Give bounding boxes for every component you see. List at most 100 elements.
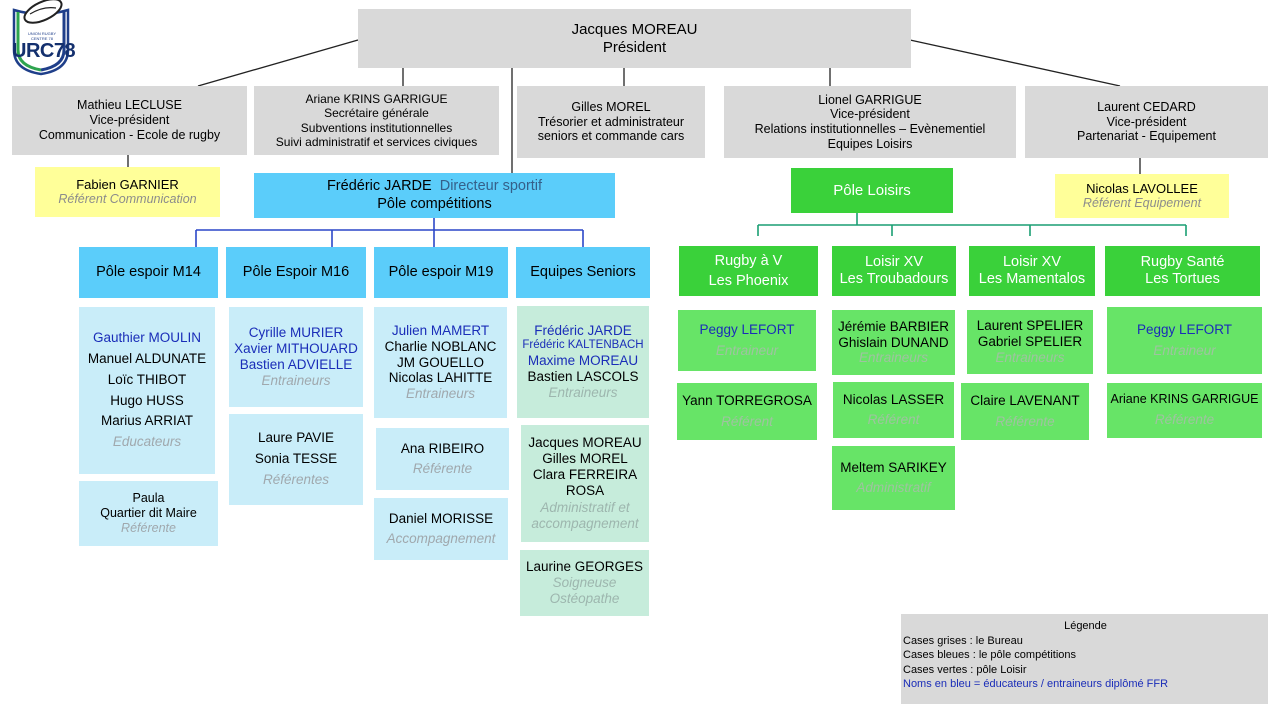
seniors-admin-box: Jacques MOREAU Gilles MOREL Clara FERREI… (521, 425, 649, 542)
seniors-coaches-box: Frédéric JARDE Frédéric KALTENBACH Maxim… (517, 306, 649, 418)
seniors-admin-1: Jacques MOREAU (528, 434, 642, 450)
seniors-medical-name: Laurine GEORGES (525, 559, 644, 575)
m19-referent-role: Référente (412, 461, 473, 476)
legend-box: Légende Cases grises : le Bureau Cases b… (901, 614, 1268, 704)
seniors-admin-4: ROSA (565, 482, 605, 498)
bureau-cedard-box: Laurent CEDARD Vice-président Partenaria… (1025, 86, 1268, 158)
seniors-name-2: Frédéric KALTENBACH (522, 339, 644, 352)
phoenix-header: Rugby à V Les Phoenix (679, 246, 818, 296)
loisirs-pole-label: Pôle Loisirs (833, 181, 911, 199)
m16-name-1: Cyrille MURIER (248, 325, 344, 341)
cedard-name: Laurent CEDARD (1097, 99, 1196, 114)
m14-educators-box: Gauthier MOULIN Manuel ALDUNATE Loïc THI… (79, 307, 215, 474)
morel-role: Trésorier et administrateur (537, 114, 685, 129)
phoenix-coach-role: Entraineur (715, 342, 779, 358)
seniors-name-1: Frédéric JARDE (534, 323, 632, 339)
m16-name-3: Bastien ADVIELLE (239, 357, 353, 372)
troubadours-admin-box: Meltem SARIKEY Administratif (832, 446, 955, 510)
m14-referent-role: Référente (121, 520, 176, 535)
m14-header: Pôle espoir M14 (79, 247, 218, 298)
seniors-medical-box: Laurine GEORGES Soigneuse Ostéopathe (520, 550, 649, 616)
phoenix-header-1: Rugby à V (714, 252, 783, 269)
m19-role: Entraineurs (405, 386, 476, 402)
mamentalos-referent-role: Référente (995, 413, 1055, 429)
m19-accompaniment-name: Daniel MORISSE (388, 510, 494, 526)
m16-coaches-box: Cyrille MURIER Xavier MITHOUARD Bastien … (229, 307, 363, 407)
competitions-pole-box: Frédéric JARDE Directeur sportif Pôle co… (254, 173, 615, 218)
m16-role: Entraineurs (261, 372, 331, 388)
troubadours-header-1: Loisir XV (864, 253, 924, 270)
m19-name-1: Julien MAMERT (391, 322, 490, 338)
m16-header: Pôle Espoir M16 (226, 247, 366, 298)
tortues-referent-role: Référente (1154, 411, 1215, 427)
bureau-morel-box: Gilles MOREL Trésorier et administrateur… (517, 86, 705, 158)
bureau-lecluse-box: Mathieu LECLUSE Vice-président Communica… (12, 86, 247, 155)
troubadours-header-2: Les Troubadours (839, 271, 949, 287)
tortues-header-1: Rugby Santé (1140, 253, 1225, 270)
m16-name-2: Xavier MITHOUARD (234, 341, 358, 357)
club-logo: UNION RUGBY CENTRE 78 URC78 (8, 0, 76, 76)
mamentalos-coach-2: Gabriel SPELIER (977, 334, 1083, 350)
m16-referents-box: Laure PAVIE Sonia TESSE Référentes (229, 414, 363, 505)
competitions-director-title: Directeur sportif (439, 178, 543, 195)
seniors-admin-3: Clara FERREIRA (532, 466, 638, 482)
seniors-medical-role-1: Soigneuse (552, 575, 617, 591)
troubadours-referent-name: Nicolas LASSER (842, 391, 945, 407)
legend-grey: Cases grises : le Bureau (903, 634, 1023, 647)
mamentalos-coach-role: Entraineurs (995, 349, 1065, 365)
troubadours-referent-role: Référent (867, 412, 920, 427)
phoenix-referent-role: Référent (721, 413, 773, 429)
tortues-header: Rugby Santé Les Tortues (1105, 246, 1260, 296)
krins-detail-2: Suivi administratif et services civiques (275, 134, 478, 149)
m19-header-label: Pôle espoir M19 (388, 263, 494, 280)
m14-name-5: Marius ARRIAT (100, 413, 193, 429)
troubadours-coaches-box: Jérémie BARBIER Ghislain DUNAND Entraine… (832, 310, 955, 375)
legend-title: Légende (1064, 620, 1107, 632)
logo-text: URC78 (12, 40, 76, 62)
lavollee-role: Référent Equipement (1082, 196, 1202, 211)
m14-referent-name-2: Quartier dit Maire (100, 506, 197, 521)
garnier-name: Fabien GARNIER (76, 176, 179, 192)
m19-name-2: Charlie NOBLANC (384, 338, 497, 354)
president-role: Président (602, 38, 667, 56)
tortues-coach-role: Entraineur (1153, 342, 1216, 358)
seniors-admin-2: Gilles MOREL (542, 450, 628, 466)
logo-subtext: UNION RUGBY CENTRE 78 (27, 31, 57, 41)
president-box: Jacques MOREAU Président (358, 9, 911, 68)
troubadours-header: Loisir XV Les Troubadours (832, 246, 956, 296)
mamentalos-referent-box: Claire LAVENANT Référente (961, 383, 1089, 440)
garnier-role: Référent Communication (58, 192, 197, 207)
mamentalos-coach-1: Laurent SPELIER (976, 318, 1084, 334)
seniors-header-label: Equipes Seniors (530, 263, 636, 280)
m14-name-1: Gauthier MOULIN (92, 329, 202, 345)
mamentalos-referent-name: Claire LAVENANT (970, 393, 1080, 409)
cedard-role: Vice-président (1106, 114, 1187, 129)
garrigue-role: Vice-président (830, 107, 910, 122)
troubadours-coach-2: Ghislain DUNAND (838, 334, 949, 350)
lecluse-name: Mathieu LECLUSE (77, 98, 182, 113)
lecluse-detail: Communication - Ecole de rugby (38, 127, 221, 142)
phoenix-header-2: Les Phoenix (708, 273, 789, 289)
krins-name: Ariane KRINS GARRIGUE (305, 92, 448, 107)
competitions-director-name: Frédéric JARDE (326, 178, 432, 195)
m14-name-3: Loïc THIBOT (107, 371, 187, 387)
bureau-garrigue-box: Lionel GARRIGUE Vice-président Relations… (724, 86, 1016, 158)
competitions-pole-label: Pôle compétitions (377, 195, 492, 212)
rugby-ball-icon (12, 0, 70, 76)
m19-accompaniment-role: Accompagnement (386, 531, 496, 546)
seniors-medical-role-2: Ostéopathe (549, 590, 620, 606)
m16-referent-1: Laure PAVIE (257, 430, 335, 446)
mamentalos-coaches-box: Laurent SPELIER Gabriel SPELIER Entraine… (967, 310, 1093, 374)
referent-lavollee-box: Nicolas LAVOLLEE Référent Equipement (1055, 174, 1229, 218)
m14-name-2: Manuel ALDUNATE (87, 350, 207, 366)
m16-referent-role: Référentes (262, 471, 330, 487)
president-name: Jacques MOREAU (571, 20, 698, 38)
seniors-admin-role-2: accompagnement (531, 516, 639, 532)
phoenix-referent-name: Yann TORREGROSA (682, 393, 812, 409)
seniors-name-4: Bastien LASCOLS (527, 368, 639, 384)
mamentalos-header: Loisir XV Les Mamentalos (969, 246, 1095, 296)
troubadours-referent-box: Nicolas LASSER Référent (833, 382, 954, 438)
m14-name-4: Hugo HUSS (110, 392, 184, 408)
legend-green: Cases vertes : pôle Loisir (903, 663, 1027, 676)
legend-note: Noms en bleu = éducateurs / entraineurs … (903, 678, 1169, 690)
